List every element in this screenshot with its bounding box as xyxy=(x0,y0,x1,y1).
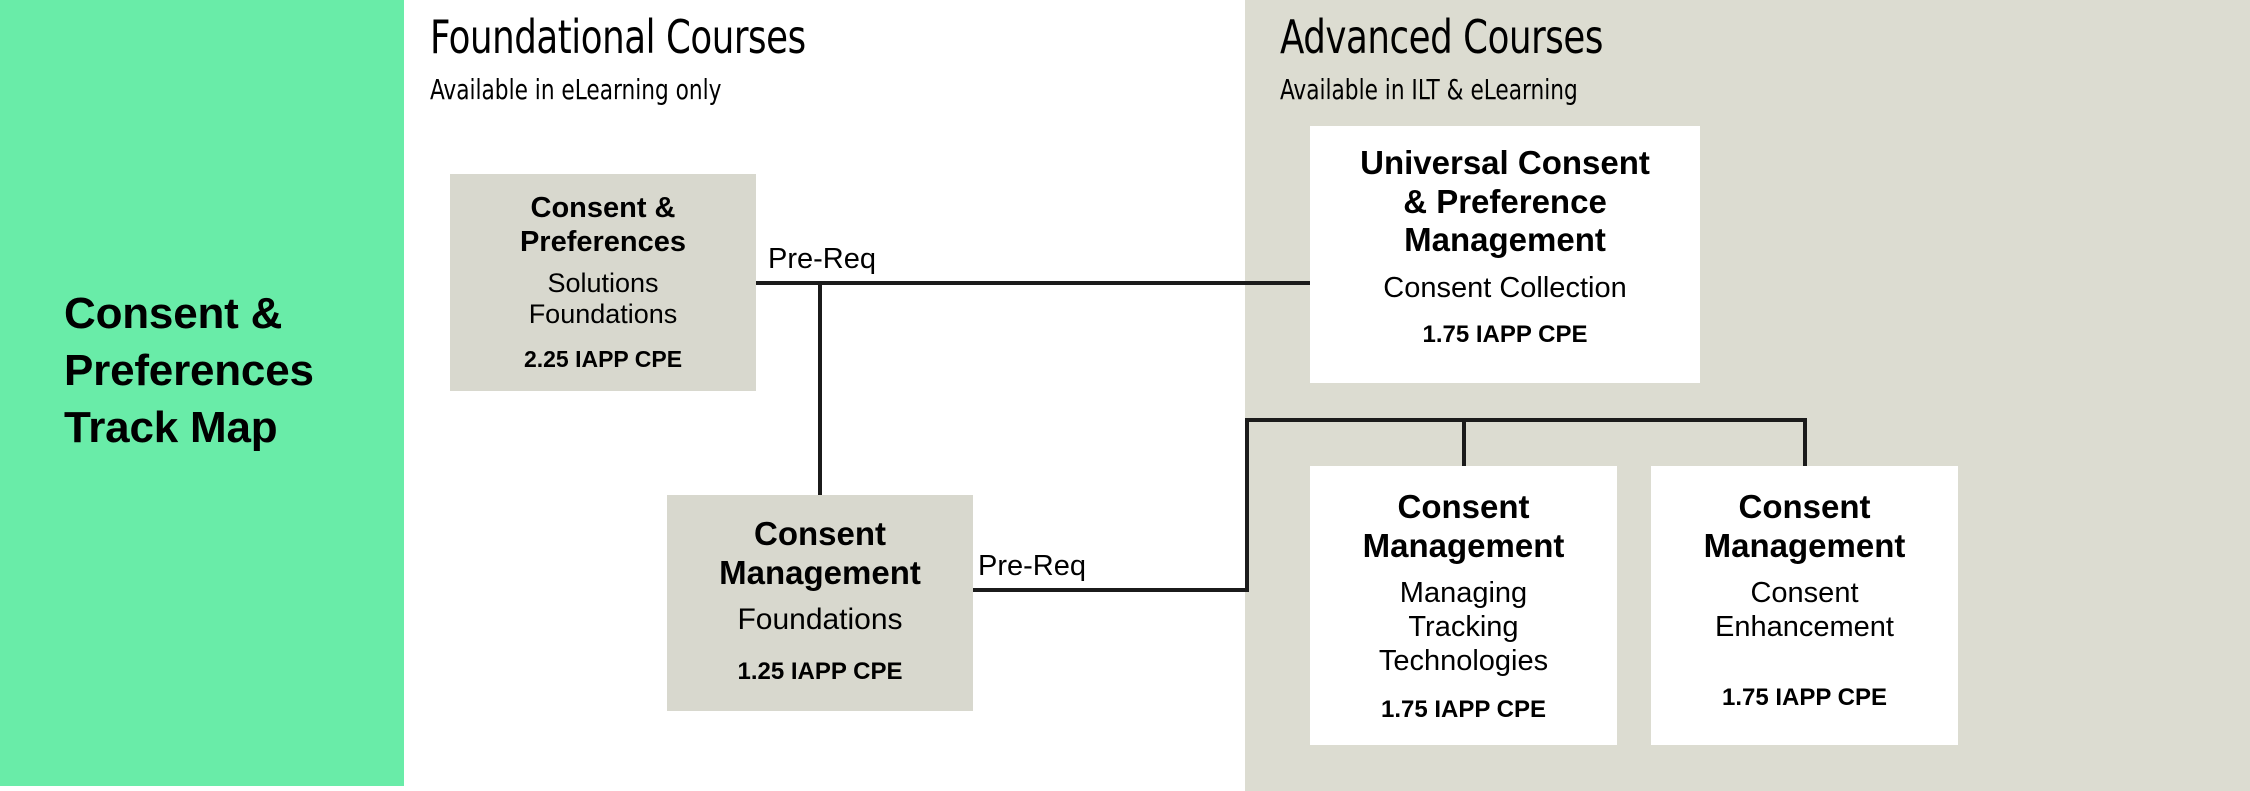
foundational-header-title: Foundational Courses xyxy=(430,10,806,64)
course-title-line-1: Consent xyxy=(1738,488,1871,525)
course-card-consent-management-tracking[interactable]: Consent Management Managing Tracking Tec… xyxy=(1310,466,1617,745)
course-subtitle-line-3: Technologies xyxy=(1378,645,1549,678)
course-card-consent-management-enhancement[interactable]: Consent Management Consent Enhancement 1… xyxy=(1651,466,1958,745)
track-title-panel xyxy=(0,0,404,786)
course-subtitle-line-1: Consent Collection xyxy=(1383,271,1627,304)
edge-label-prereq-1: Pre-Req xyxy=(768,243,876,275)
course-title-line-2: Management xyxy=(1362,526,1565,564)
advanced-header-title: Advanced Courses xyxy=(1280,10,1603,64)
course-subtitle-line-1: Consent xyxy=(1750,577,1859,610)
course-subtitle-line-2: Tracking xyxy=(1408,611,1519,644)
course-card-consent-preferences[interactable]: Consent & Preferences Solutions Foundati… xyxy=(450,174,756,391)
connector-prereq-1-horizontal xyxy=(756,281,1312,285)
connector-drop-enhancement xyxy=(1803,420,1807,468)
course-title-line-2: & Preference xyxy=(1403,182,1607,220)
course-title: Consent Management xyxy=(719,515,921,592)
connector-drop-tracking xyxy=(1462,420,1466,468)
course-title-line-3: Management xyxy=(1404,221,1606,259)
course-cpe-credits: 1.75 IAPP CPE xyxy=(1381,695,1546,723)
course-title: Consent & Preferences xyxy=(520,192,686,260)
connector-foundations-vertical xyxy=(818,283,822,497)
course-title-line-1: Consent & xyxy=(530,192,676,224)
course-subtitle: Consent Enhancement xyxy=(1715,577,1894,645)
column-header-foundational: Foundational Courses Available in eLearn… xyxy=(430,14,867,104)
course-title-line-2: Management xyxy=(1703,526,1906,564)
connector-prereq-2-horizontal xyxy=(973,588,1249,592)
course-cpe-credits: 1.75 IAPP CPE xyxy=(1722,684,1887,712)
course-title-line-2: Preferences xyxy=(519,225,687,258)
course-title: Universal Consent & Preference Managemen… xyxy=(1360,144,1650,260)
course-title: Consent Management xyxy=(1704,488,1906,565)
course-subtitle: Solutions Foundations xyxy=(529,268,678,331)
connector-advanced-bus xyxy=(1245,418,1807,422)
course-card-universal-consent[interactable]: Universal Consent & Preference Managemen… xyxy=(1310,126,1700,383)
course-cpe-credits: 2.25 IAPP CPE xyxy=(523,346,683,372)
course-title-line-1: Universal Consent xyxy=(1360,144,1650,181)
course-title-line-1: Consent xyxy=(1397,488,1530,525)
advanced-header-subtitle: Available in ILT & eLearning xyxy=(1280,73,1578,106)
course-subtitle: Consent Collection xyxy=(1383,272,1626,306)
course-subtitle: Foundations xyxy=(737,602,902,637)
course-title-line-1: Consent xyxy=(754,515,886,552)
course-card-consent-management-foundations[interactable]: Consent Management Foundations 1.25 IAPP… xyxy=(667,495,973,711)
foundational-header-subtitle: Available in eLearning only xyxy=(430,73,722,106)
track-title-line-1: Consent & Preferences Track Map xyxy=(64,289,314,453)
page-title: Consent & Preferences Track Map xyxy=(64,285,394,457)
course-cpe-credits: 1.75 IAPP CPE xyxy=(1422,320,1588,348)
course-subtitle-line-1: Managing xyxy=(1399,577,1528,610)
connector-prereq-2-vertical xyxy=(1245,420,1249,592)
course-title: Consent Management xyxy=(1363,488,1565,565)
course-subtitle: Managing Tracking Technologies xyxy=(1379,577,1548,679)
edge-label-prereq-2: Pre-Req xyxy=(978,550,1086,582)
course-title-line-2: Management xyxy=(719,553,921,591)
column-header-advanced: Advanced Courses Available in ILT & eLea… xyxy=(1280,14,1656,104)
course-subtitle-line-2: Foundations xyxy=(528,299,678,330)
course-subtitle-line-2: Enhancement xyxy=(1715,611,1894,644)
course-subtitle-line-1: Foundations xyxy=(737,603,903,637)
course-subtitle-line-1: Solutions xyxy=(547,267,659,298)
course-cpe-credits: 1.25 IAPP CPE xyxy=(737,658,903,686)
